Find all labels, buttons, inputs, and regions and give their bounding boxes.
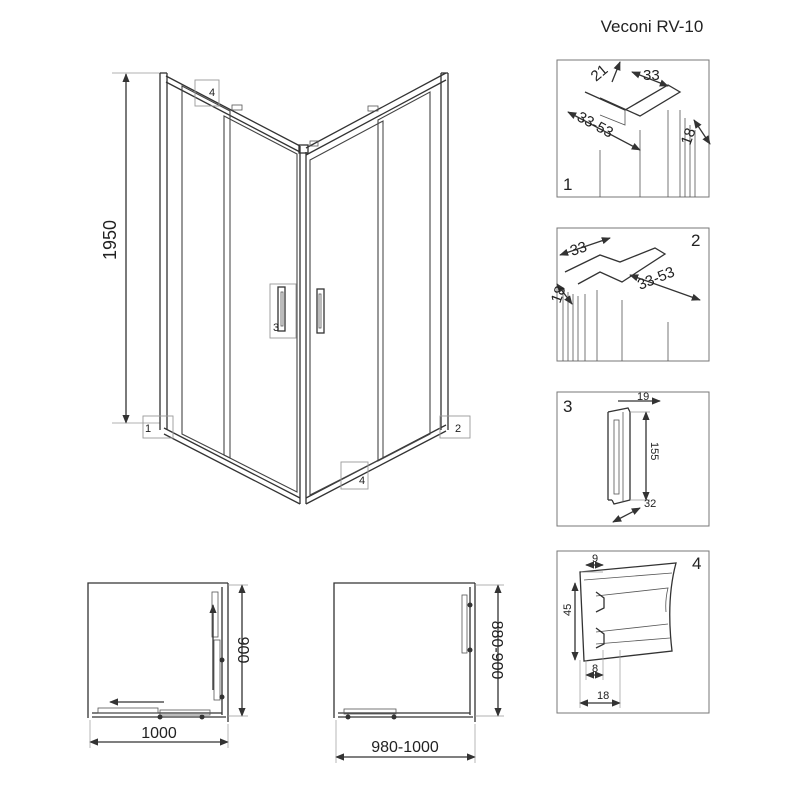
model-title: Veconi RV-10: [601, 17, 704, 36]
detail-3: 19 155 32 3: [556, 391, 710, 527]
callout-3: 3: [273, 322, 279, 334]
detail-4-dim-45: 45: [562, 604, 574, 616]
detail-2-dim-33: 33: [568, 238, 589, 259]
detail-1-number: 1: [563, 175, 572, 194]
left-fixed-panel: [181, 85, 231, 459]
detail-4-dim-9: 9: [592, 553, 598, 565]
left-sliding-door: [223, 115, 298, 493]
plan-right-depth-label: 880-900: [488, 621, 505, 680]
detail-3-dim-19: 19: [637, 391, 649, 403]
detail-2-number: 2: [691, 231, 700, 250]
detail-4-number: 4: [692, 554, 701, 573]
detail-1-dim-18: 18: [678, 126, 700, 147]
callout-4-bottom: 4: [359, 475, 365, 487]
detail-2-dim-18: 18: [548, 284, 570, 305]
right-fixed-panel: [377, 91, 431, 462]
plan-left-depth-label: 900: [234, 637, 251, 664]
detail-4-dim-18: 18: [597, 690, 609, 702]
plan-view-right: 980-1000 880-900: [333, 582, 505, 763]
plan-left-width-label: 1000: [141, 725, 177, 742]
height-label: 1950: [100, 220, 120, 260]
detail-4: 9 45 8 18 4: [556, 550, 710, 714]
detail-1: 21 33 33-53 18 1: [556, 59, 711, 198]
detail-3-dim-32: 32: [644, 498, 656, 510]
callout-4-top: 4: [209, 87, 215, 99]
callout-1: 1: [145, 423, 151, 435]
callout-2: 2: [455, 423, 461, 435]
detail-2: 33 18 33-53 2: [548, 227, 710, 362]
detail-1-dim-33: 33: [643, 67, 660, 84]
detail-3-number: 3: [563, 397, 572, 416]
plan-right-width-label: 980-1000: [371, 739, 439, 756]
right-door-handle: [316, 288, 325, 334]
detail-3-dim-155: 155: [648, 442, 660, 460]
detail-4-dim-8: 8: [592, 663, 598, 675]
main-perspective-view: 1950: [100, 72, 471, 505]
plan-view-left: 1000 900: [87, 582, 251, 748]
left-door-handle: [277, 286, 286, 332]
